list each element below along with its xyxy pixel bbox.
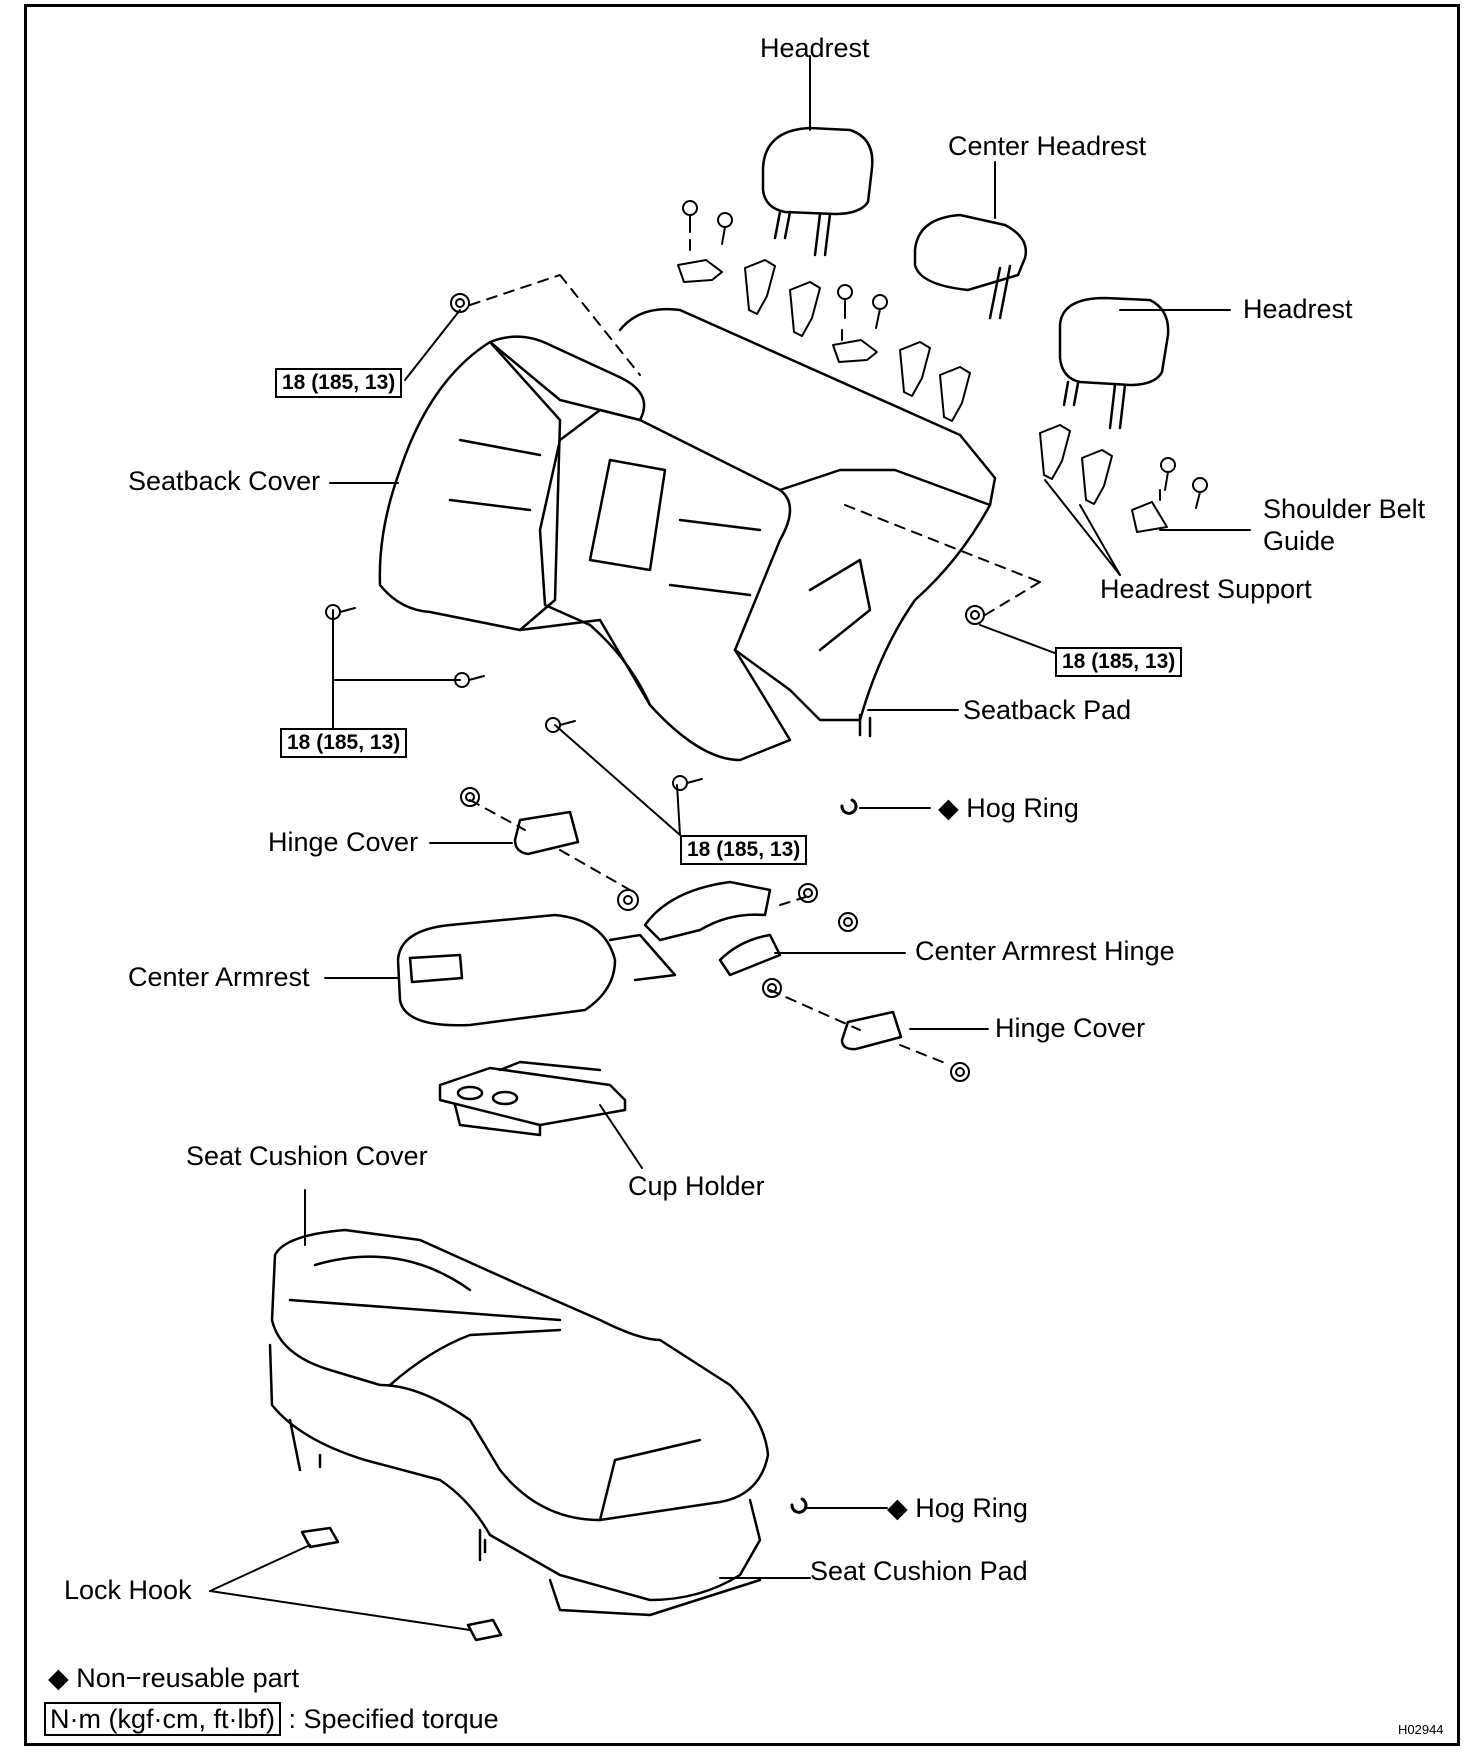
- legend-torque-text: : Specified torque: [288, 1704, 499, 1734]
- label-lock-hook: Lock Hook: [64, 1575, 192, 1605]
- seat-cushion-cover-part: [270, 1228, 770, 1522]
- label-cup-holder: Cup Holder: [628, 1171, 765, 1201]
- label-hog-ring-lower: ◆ Hog Ring: [887, 1492, 1028, 1524]
- torque-spec-1: 18 (185, 13): [275, 368, 403, 398]
- torque-spec-3: 18 (185, 13): [280, 728, 408, 758]
- seatback-pad-part: [618, 308, 997, 738]
- label-headrest-left: Headrest: [760, 33, 870, 63]
- label-center-armrest: Center Armrest: [128, 962, 310, 992]
- label-headrest-right: Headrest: [1243, 294, 1353, 324]
- legend-torque: N·m (kgf·cm, ft·lbf) : Specified torque: [44, 1702, 499, 1736]
- diamond-icon: ◆: [887, 1493, 908, 1523]
- label-shoulder-belt-guide-line2: Guide: [1263, 526, 1336, 556]
- cup-holder-part: [438, 1060, 627, 1137]
- headrest-left-part: [761, 126, 874, 257]
- label-hinge-cover-right: Hinge Cover: [995, 1013, 1146, 1043]
- headrest-support-parts: [677, 200, 1208, 533]
- label-center-armrest-hinge: Center Armrest Hinge: [915, 936, 1175, 966]
- seat-cushion-pad-part: [268, 1343, 762, 1617]
- dashed-leaders: [469, 239, 1161, 1066]
- legend-non-reusable-text: Non−reusable part: [76, 1663, 300, 1693]
- nut-parts: [450, 293, 985, 1082]
- figure-code: H02944: [1398, 1722, 1444, 1737]
- center-headrest-part: [913, 213, 1028, 320]
- diamond-icon: ◆: [938, 793, 959, 823]
- label-seatback-pad: Seatback Pad: [963, 695, 1132, 725]
- torque-spec-2: 18 (185, 13): [1055, 647, 1183, 677]
- hog-ring-upper-text: Hog Ring: [966, 793, 1079, 823]
- torque-spec-4: 18 (185, 13): [680, 835, 808, 865]
- label-seat-cushion-pad: Seat Cushion Pad: [810, 1556, 1028, 1586]
- hog-ring-symbols: [790, 798, 858, 1514]
- label-hinge-cover-left: Hinge Cover: [268, 827, 419, 857]
- legend-torque-unit: N·m (kgf·cm, ft·lbf): [44, 1702, 281, 1736]
- diagram-frame: [24, 4, 1460, 1746]
- label-headrest-support: Headrest Support: [1100, 574, 1312, 604]
- seatback-cover-part: [378, 335, 992, 762]
- hog-ring-lower-text: Hog Ring: [915, 1493, 1028, 1523]
- headrest-right-part: [1058, 296, 1170, 430]
- diamond-icon: ◆: [48, 1663, 69, 1693]
- center-armrest-hinge-part: [643, 880, 782, 977]
- hinge-cover-parts: [513, 810, 903, 1051]
- label-shoulder-belt-guide-line1: Shoulder Belt: [1263, 494, 1426, 524]
- center-armrest-part: [396, 913, 677, 1027]
- legend-non-reusable: ◆ Non−reusable part: [48, 1662, 299, 1694]
- label-seatback-cover: Seatback Cover: [128, 466, 321, 496]
- label-center-headrest: Center Headrest: [948, 131, 1147, 161]
- label-hog-ring-upper: ◆ Hog Ring: [938, 792, 1079, 824]
- lock-hook-parts: [300, 1526, 503, 1642]
- bolt-parts: [325, 604, 703, 791]
- label-seat-cushion-cover: Seat Cushion Cover: [186, 1141, 428, 1171]
